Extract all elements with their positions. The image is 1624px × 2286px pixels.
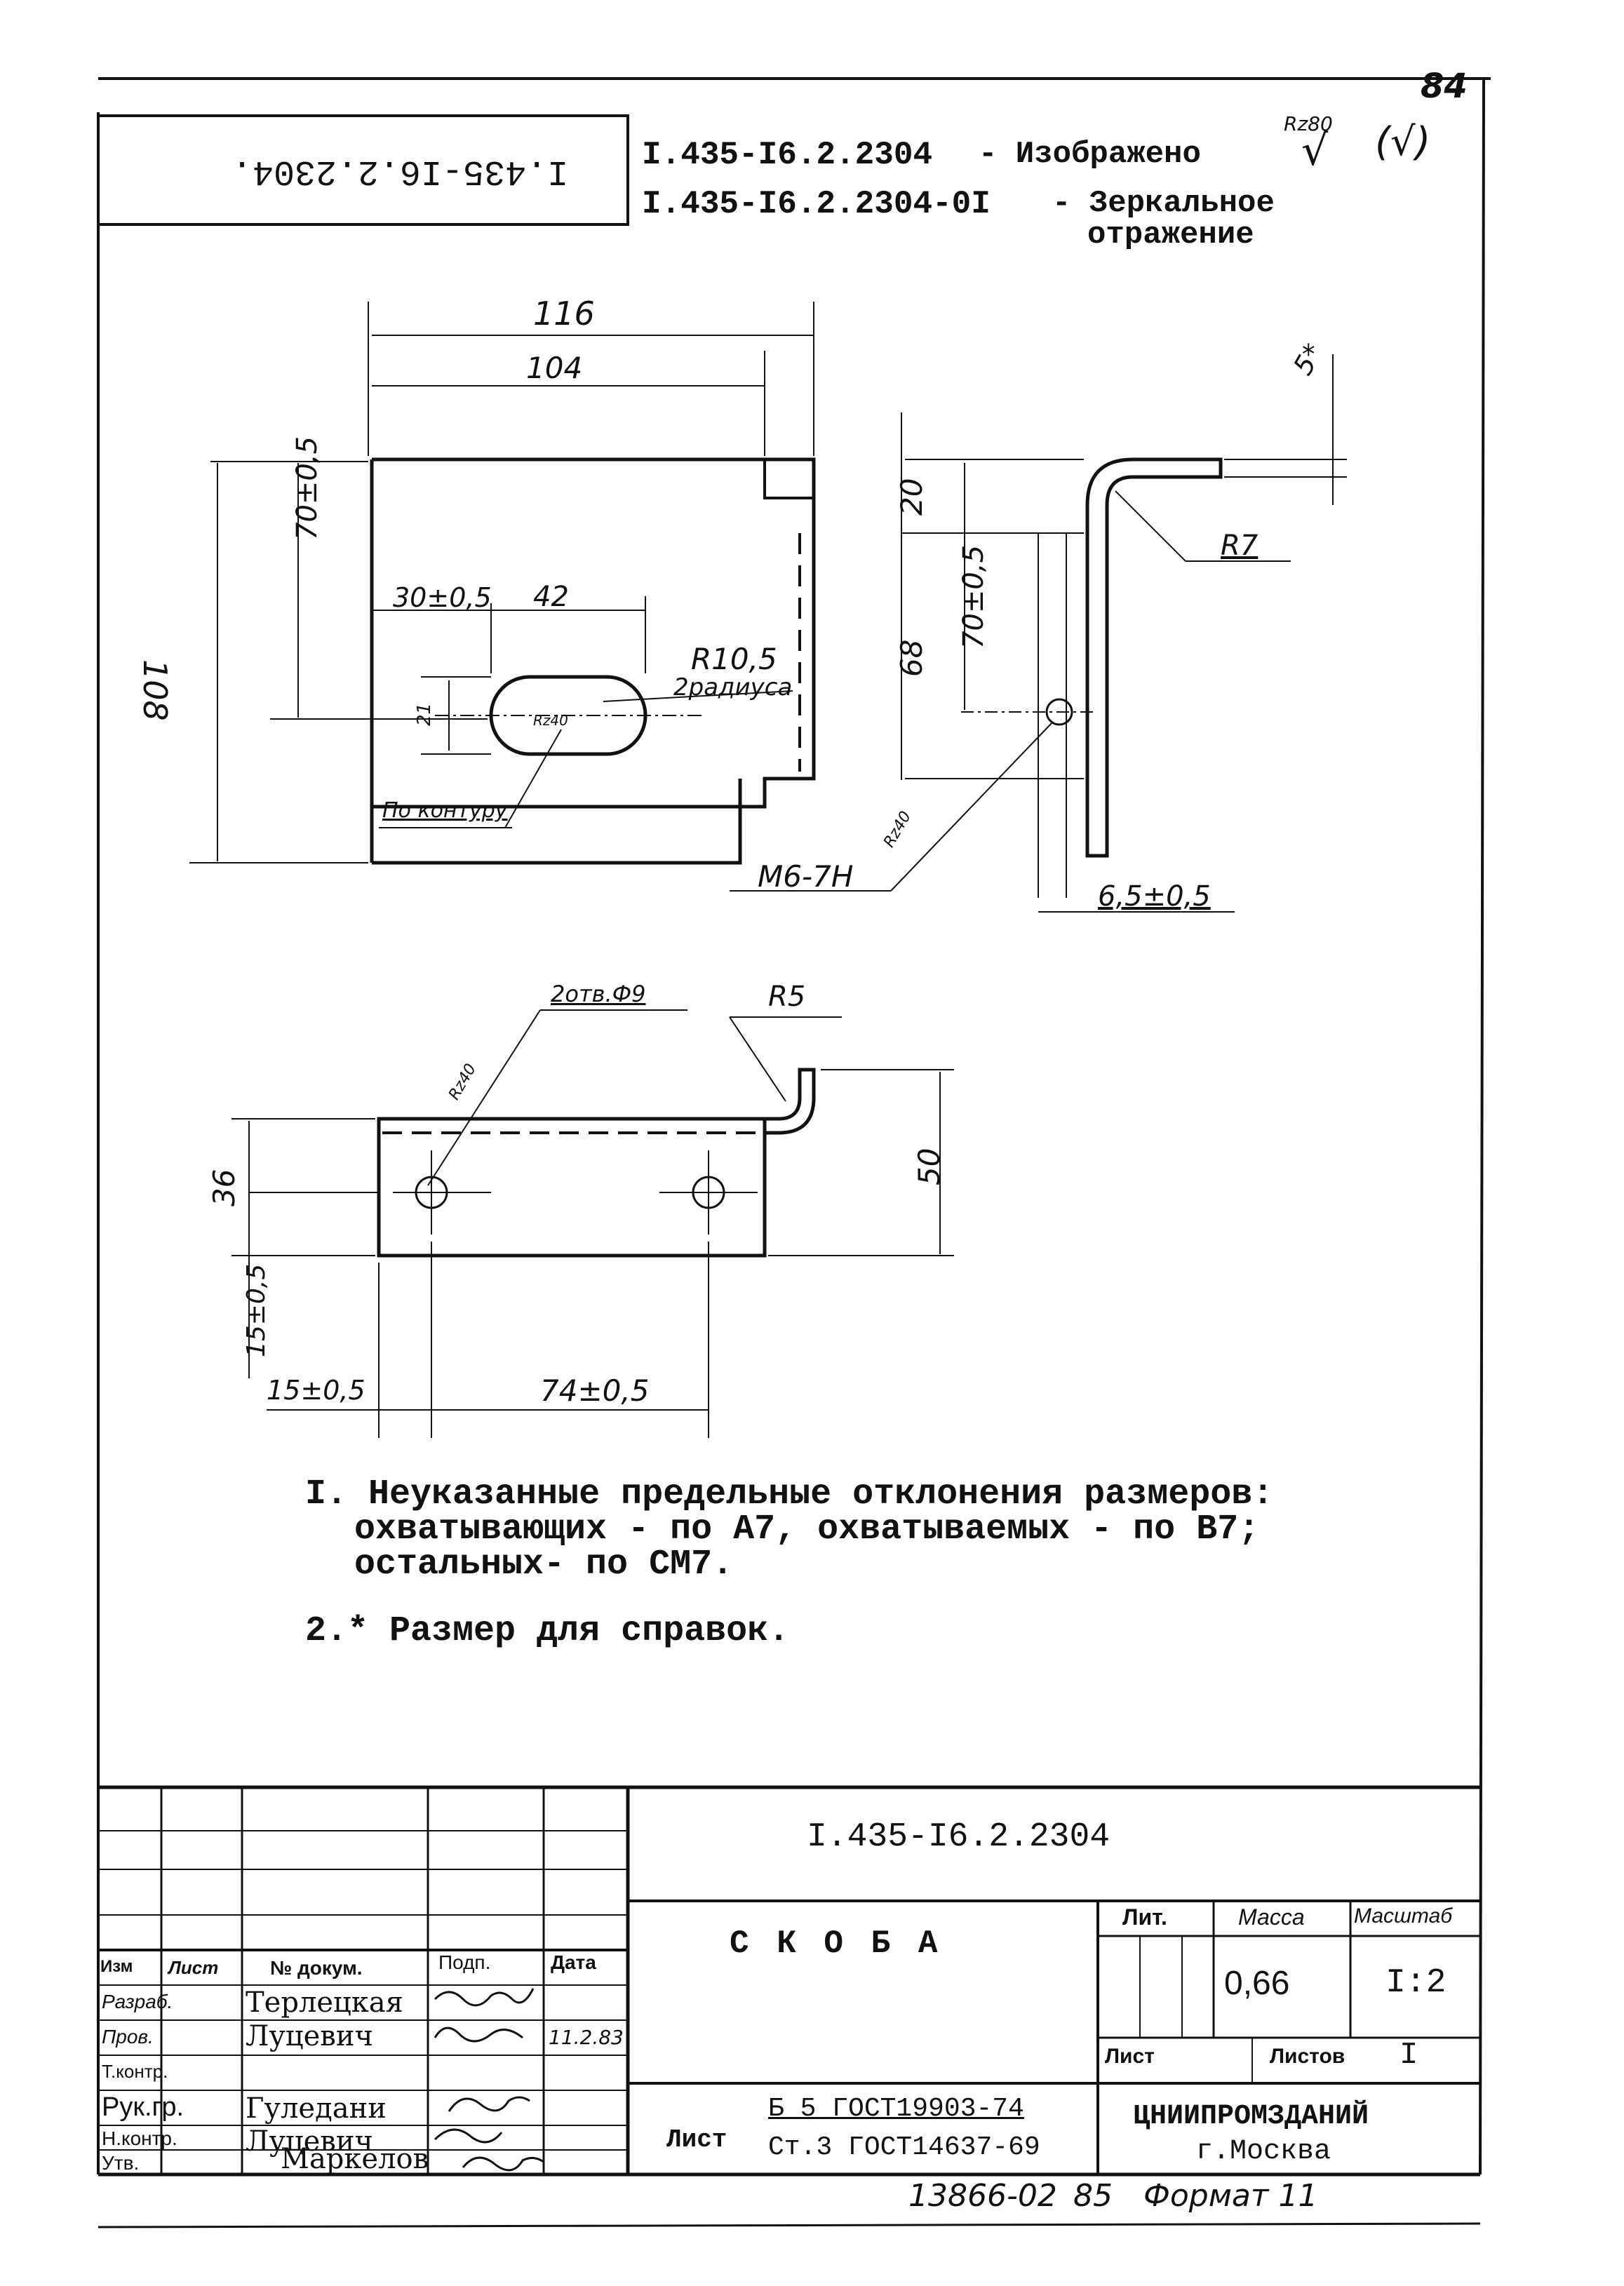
page-number: 84 [1421,67,1468,106]
roughness-general-label: Rz80 [1284,112,1333,135]
org-name: ЦНИИПРОМЗДАНИЙ [1133,2101,1369,2132]
role-tkontr: Т.контр. [102,2061,168,2082]
thread-label: M6-7H [758,859,854,894]
dim-r5-label: R5 [768,981,806,1013]
mass-label: Масса [1238,1904,1305,1930]
name-prov: Луцевич [246,2020,373,2052]
role-prov: Пров. [102,2026,154,2048]
signature-nkontr [434,2128,503,2144]
note-2: 2.* Размер для справок. [305,1611,790,1651]
format-label: Формат 11 [1143,2178,1318,2214]
stamp-box [97,114,629,226]
front-bottom-edge [372,779,742,865]
dim-116-label: 116 [533,295,595,332]
note-1-line-3: остальных- по СМ7. [354,1545,734,1585]
bottom-outline [377,1117,767,1258]
variant-2-desc: - Зеркальное [1052,186,1275,221]
scale-label: Масштаб [1354,1904,1453,1928]
front-step [763,459,814,499]
dim-15h-label: 15±0,5 [267,1375,365,1406]
front-view-geometry [189,302,816,865]
material-label: Лист [666,2125,727,2154]
role-utv: Утв. [102,2152,140,2174]
name-nkontr: Луцевич [246,2125,373,2158]
contour-note: По контуру [382,798,508,823]
dim-slot-radius-note: 2радиуса [673,673,793,701]
sheets-label: Листов [1270,2045,1345,2068]
signature-prov [434,2026,523,2043]
dim-slot-radius-label: R10,5 [691,642,777,676]
thread-leader [890,722,1053,892]
name-razrab: Терлецкая [246,1986,403,2019]
sheet-edge-line [98,2222,1481,2228]
lit-label: Лит. [1122,1904,1167,1930]
dim-65-label: 6,5±0,5 [1098,880,1211,913]
r7-leader [1115,490,1186,562]
side-thread-hole [1045,698,1073,726]
signature-rukgr [448,2096,530,2112]
col-header-sign: Подп. [438,1951,491,1973]
variant-1-desc: - Изображено [979,137,1201,172]
variant-1-code: I.435-I6.2.2304 [642,137,933,173]
side-view-geometry [730,354,1347,913]
roughness-note: (√) [1375,119,1431,165]
contour-leader [504,729,562,828]
r105-leader [603,690,793,702]
mass-value: 0,66 [1224,1965,1290,2002]
sheets-value: I [1400,2038,1418,2073]
signature-razrab [434,1988,535,2007]
variant-2-desc-cont: отражение [1087,217,1254,253]
org-city: г.Москва [1196,2136,1331,2167]
role-nkontr: Н.контр. [102,2127,177,2149]
dim-r7-label: R7 [1221,530,1259,562]
signature-utv [462,2156,544,2172]
date-prov: 11.2.83 [549,2026,624,2049]
roughness-slot-label: Rz40 [533,712,568,729]
inventory-number: 13866-02 [908,2178,1057,2214]
variant-2-code: I.435-I6.2.2304-0I [642,186,991,222]
col-header-list: Лист [168,1957,219,1978]
r5-leader [729,1016,786,1102]
dim-30-label: 30±0,5 [393,582,492,613]
side-profile [1085,457,1223,858]
footer-page: 85 [1073,2178,1113,2214]
material-line-2: Ст.3 ГОСТ14637-69 [768,2132,1040,2163]
front-outline [372,457,816,809]
part-name: С К О Б А [730,1925,942,1962]
col-header-date: Дата [551,1951,596,1973]
col-header-doc: № докум. [270,1957,363,1979]
dim-104-label: 104 [526,351,583,385]
name-rukgr: Гуледани [246,2092,387,2125]
role-razrab: Разраб. [102,1991,173,2012]
note-1-line-1: I. Неуказанные предельные отклонения раз… [305,1474,1274,1514]
doc-number: I.435-I6.2.2304 [807,1818,1110,1856]
title-block-grid [98,1785,1480,2174]
holes-leader [427,1009,541,1186]
holes-label: 2отв.Ф9 [551,981,646,1007]
frame-right-line [1479,78,1485,2175]
note-1-line-2: охватывающих - по А7, охватываемых - по … [354,1510,1260,1549]
bottom-bend [765,1068,816,1135]
dim-74-label: 74±0,5 [540,1373,650,1408]
name-utv: Маркелов [281,2143,429,2175]
dim-42-label: 42 [533,581,569,613]
bottom-view-geometry [231,1009,954,1438]
sheet-label: Лист [1105,2045,1155,2068]
material-line-1: Б 5 ГОСТ19903-74 [768,2094,1024,2124]
col-header-izm: Изм [100,1957,133,1976]
role-rukgr: Рук.гр. [102,2092,184,2122]
roughness-general-check-icon: √ [1301,126,1329,175]
scale-value: I:2 [1385,1964,1447,2002]
